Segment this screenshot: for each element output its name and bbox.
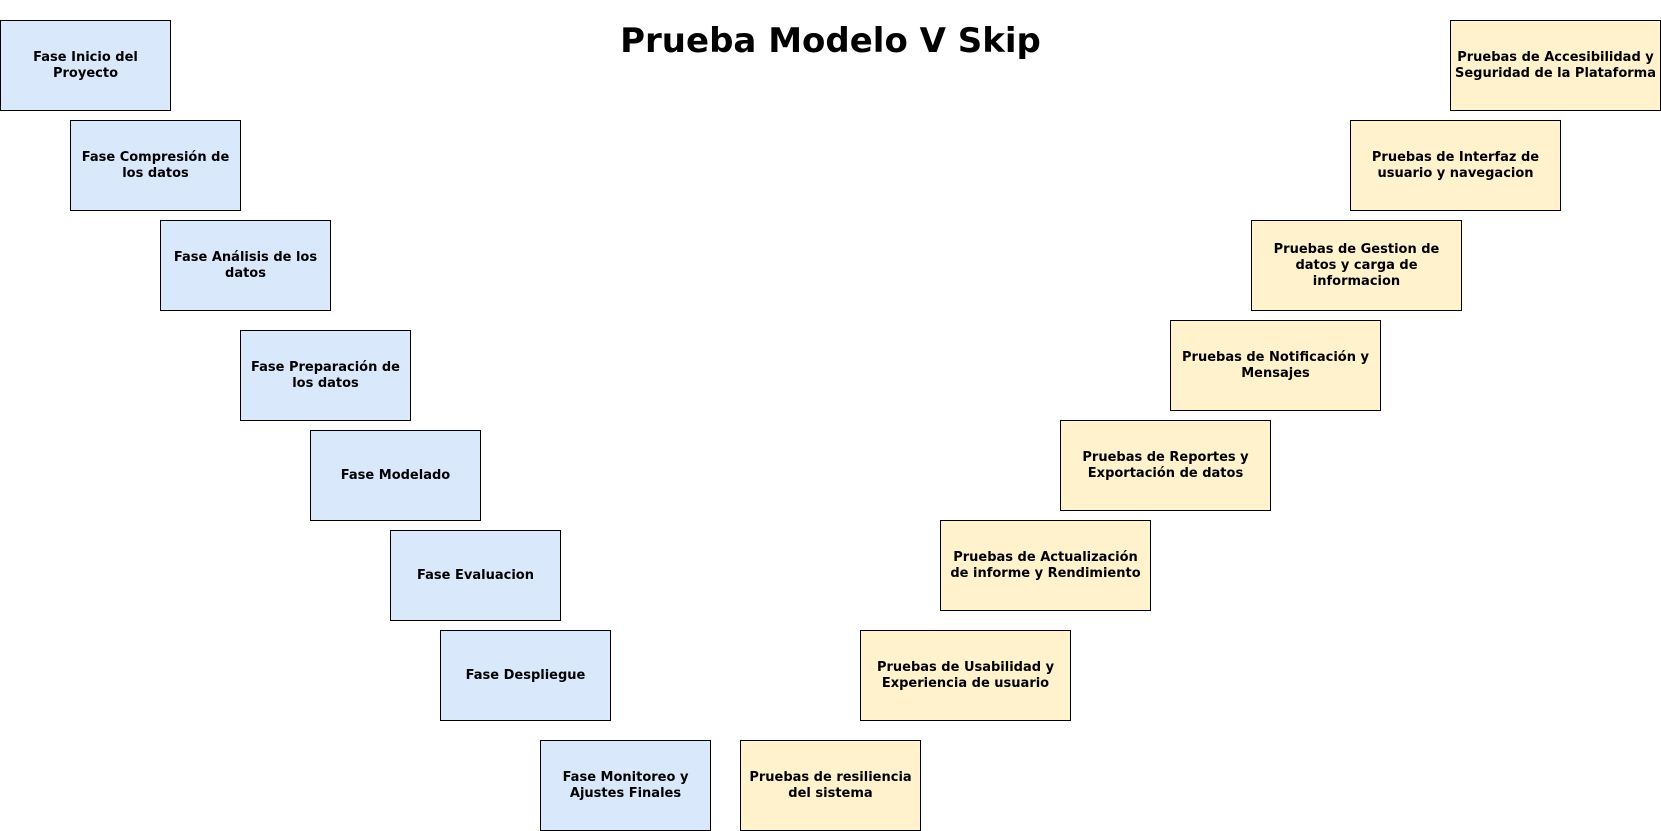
test-label: Pruebas de Usabilidad y Experiencia de u… — [876, 659, 1055, 691]
test-box-gestion-datos[interactable]: Pruebas de Gestion de datos y carga de i… — [1251, 220, 1462, 311]
test-box-reportes[interactable]: Pruebas de Reportes y Exportación de dat… — [1060, 420, 1271, 511]
test-box-actualizacion[interactable]: Pruebas de Actualización de informe y Re… — [940, 520, 1151, 611]
test-box-notificacion[interactable]: Pruebas de Notificación y Mensajes — [1170, 320, 1381, 411]
test-label: Pruebas de Notificación y Mensajes — [1182, 349, 1369, 381]
phase-box-monitoreo[interactable]: Fase Monitoreo y Ajustes Finales — [540, 740, 711, 831]
phase-label: Fase Evaluacion — [417, 567, 534, 583]
phase-label: Fase Compresión de los datos — [81, 149, 230, 181]
phase-box-evaluacion[interactable]: Fase Evaluacion — [390, 530, 561, 621]
test-label: Pruebas de Accesibilidad y Seguridad de … — [1455, 49, 1656, 81]
phase-box-analisis[interactable]: Fase Análisis de los datos — [160, 220, 331, 311]
phase-label: Fase Preparación de los datos — [251, 359, 400, 391]
test-label: Pruebas de Interfaz de usuario y navegac… — [1371, 149, 1540, 181]
test-label: Pruebas de Reportes y Exportación de dat… — [1082, 449, 1249, 481]
phase-box-modelado[interactable]: Fase Modelado — [310, 430, 481, 521]
test-label: Pruebas de Actualización de informe y Re… — [950, 549, 1141, 581]
phase-label: Fase Inicio del Proyecto — [33, 49, 138, 81]
phase-label: Fase Modelado — [340, 467, 451, 483]
phase-label: Fase Monitoreo y Ajustes Finales — [562, 769, 689, 801]
phase-box-preparacion[interactable]: Fase Preparación de los datos — [240, 330, 411, 421]
test-box-usabilidad[interactable]: Pruebas de Usabilidad y Experiencia de u… — [860, 630, 1071, 721]
test-box-accesibilidad[interactable]: Pruebas de Accesibilidad y Seguridad de … — [1450, 20, 1661, 111]
test-label: Pruebas de Gestion de datos y carga de i… — [1273, 241, 1440, 289]
phase-label: Fase Análisis de los datos — [173, 249, 318, 281]
test-label: Pruebas de resiliencia del sistema — [749, 769, 912, 801]
phase-label: Fase Despliegue — [465, 667, 586, 683]
test-box-interfaz[interactable]: Pruebas de Interfaz de usuario y navegac… — [1350, 120, 1561, 211]
diagram-title: Prueba Modelo V Skip — [620, 21, 1041, 61]
phase-box-inicio[interactable]: Fase Inicio del Proyecto — [0, 20, 171, 111]
phase-box-despliegue[interactable]: Fase Despliegue — [440, 630, 611, 721]
test-box-resiliencia[interactable]: Pruebas de resiliencia del sistema — [740, 740, 921, 831]
phase-box-compresion[interactable]: Fase Compresión de los datos — [70, 120, 241, 211]
